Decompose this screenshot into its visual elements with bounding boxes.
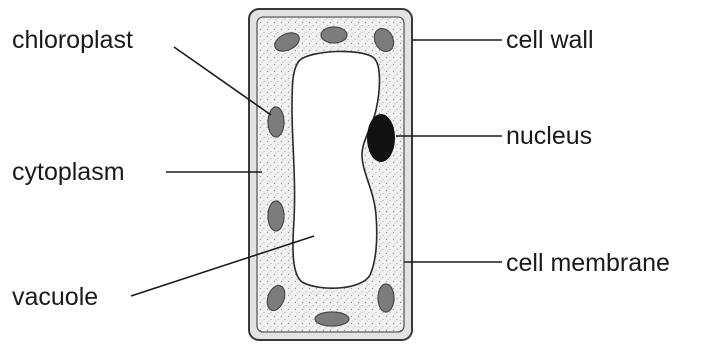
chloroplast (315, 312, 349, 326)
chloroplast-label: chloroplast (12, 26, 133, 54)
chloroplast (268, 107, 284, 137)
chloroplast (268, 201, 284, 231)
chloroplast (378, 284, 394, 312)
nucleus (367, 114, 395, 162)
chloroplast (321, 27, 347, 43)
nucleus-label: nucleus (506, 122, 592, 150)
cell-membrane-label: cell membrane (506, 249, 670, 277)
vacuole-label: vacuole (12, 283, 98, 311)
cell-wall-label: cell wall (506, 26, 594, 54)
cytoplasm-label: cytoplasm (12, 158, 125, 186)
